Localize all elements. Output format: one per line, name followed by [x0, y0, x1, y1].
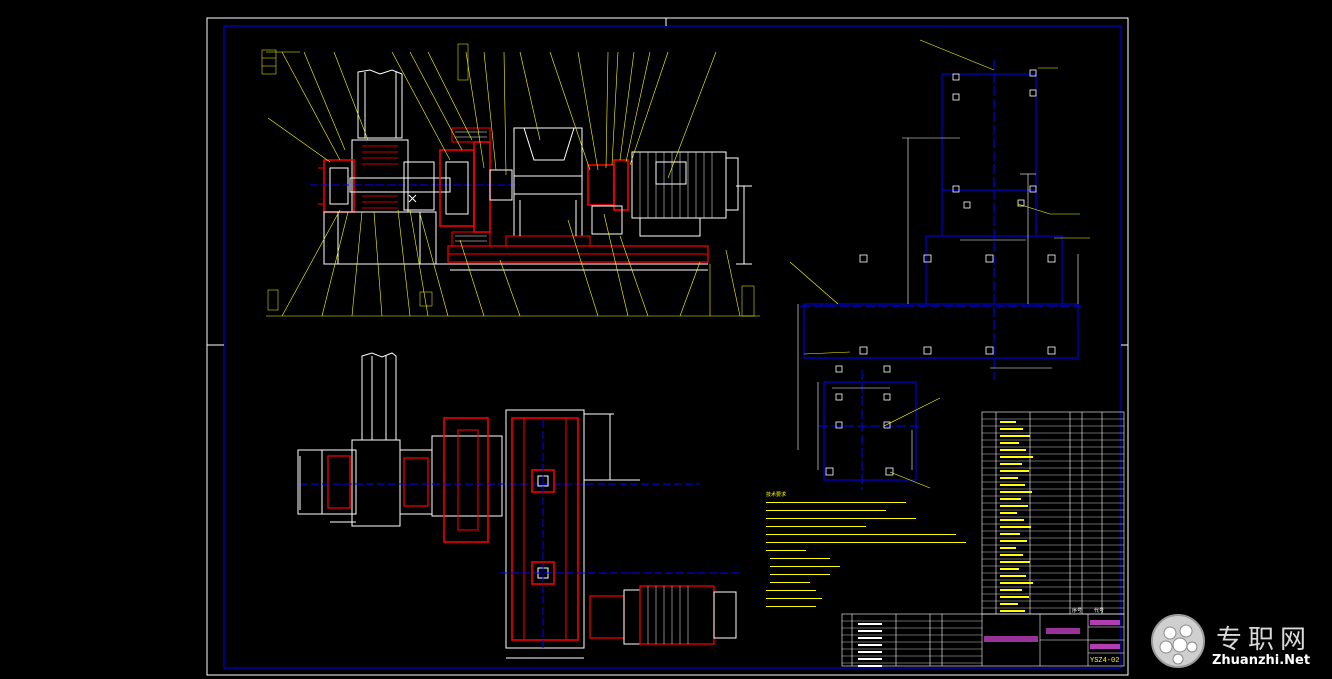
bom-row-text-mark — [1000, 512, 1017, 514]
title-block-labels: 序号 代号 YSZ4-02 — [984, 607, 1120, 665]
bom-row-text-mark — [1000, 526, 1031, 528]
foundation-plan — [800, 60, 1082, 490]
bom-row-text-mark — [1000, 442, 1019, 444]
globe-ball-icon — [1151, 614, 1205, 668]
bom-row-text-mark — [1000, 596, 1029, 598]
bom-row-text-mark — [1000, 610, 1025, 612]
bom-row-text-mark — [1000, 505, 1028, 507]
drawing-number: YSZ4-02 — [1090, 657, 1119, 665]
title-block-row-text-mark — [858, 623, 882, 625]
title-block-row-text-mark — [858, 651, 882, 653]
plan-view — [297, 352, 740, 659]
bom-row-text-mark — [1000, 484, 1025, 486]
bom-row-text-mark — [1000, 449, 1026, 451]
foundation-dimensions — [789, 39, 1090, 489]
title-block-row-text-mark — [858, 658, 882, 660]
title-block — [841, 613, 1125, 667]
bom-row-text-mark — [1000, 582, 1033, 584]
watermark-cn-text: 专职网 — [1216, 625, 1313, 655]
notes-heading: 技术要求 — [766, 491, 786, 498]
bom-row-text-mark — [1000, 575, 1026, 577]
title-block-row-text-mark — [858, 644, 882, 646]
bom-rows — [982, 418, 1124, 612]
elevation-section-view — [310, 69, 752, 271]
title-block-row-text-mark — [858, 665, 882, 667]
anchor-bolt-holes — [825, 69, 1056, 476]
bom-row-text-mark — [1000, 540, 1027, 542]
title-block-rows — [842, 620, 982, 667]
seq-label: 序号 — [1072, 607, 1082, 614]
part-callout-numbers — [261, 43, 755, 317]
bom-row-text-mark — [1000, 463, 1022, 465]
bom-row-text-mark — [1000, 554, 1023, 556]
bom-row-text-mark — [1000, 547, 1016, 549]
bom-row-text-mark — [1000, 491, 1032, 493]
bom-row-text-mark — [1000, 470, 1029, 472]
bom-row-text-mark — [1000, 421, 1016, 423]
code-label: 代号 — [1094, 607, 1104, 614]
bom-row-text-mark — [1000, 498, 1021, 500]
technical-notes: 技术要求 — [766, 491, 966, 607]
title-block-row-text-mark — [858, 630, 882, 632]
bill-of-materials — [981, 411, 1125, 615]
watermark-en-text: Zhuanzhi.Net — [1212, 653, 1311, 668]
bom-row-text-mark — [1000, 456, 1033, 458]
bom-row-text-mark — [1000, 603, 1018, 605]
sheet-frame — [206, 17, 1129, 676]
bom-row-text-mark — [1000, 561, 1030, 563]
bom-row-text-mark — [1000, 519, 1024, 521]
bom-row-text-mark — [1000, 428, 1023, 430]
bom-row-text-mark — [1000, 533, 1020, 535]
bom-row-text-mark — [1000, 477, 1018, 479]
leader-lines — [266, 51, 760, 317]
bom-row-text-mark — [1000, 435, 1030, 437]
bom-row-text-mark — [1000, 589, 1022, 591]
bom-row-text-mark — [1000, 568, 1019, 570]
title-block-row-text-mark — [858, 637, 882, 639]
